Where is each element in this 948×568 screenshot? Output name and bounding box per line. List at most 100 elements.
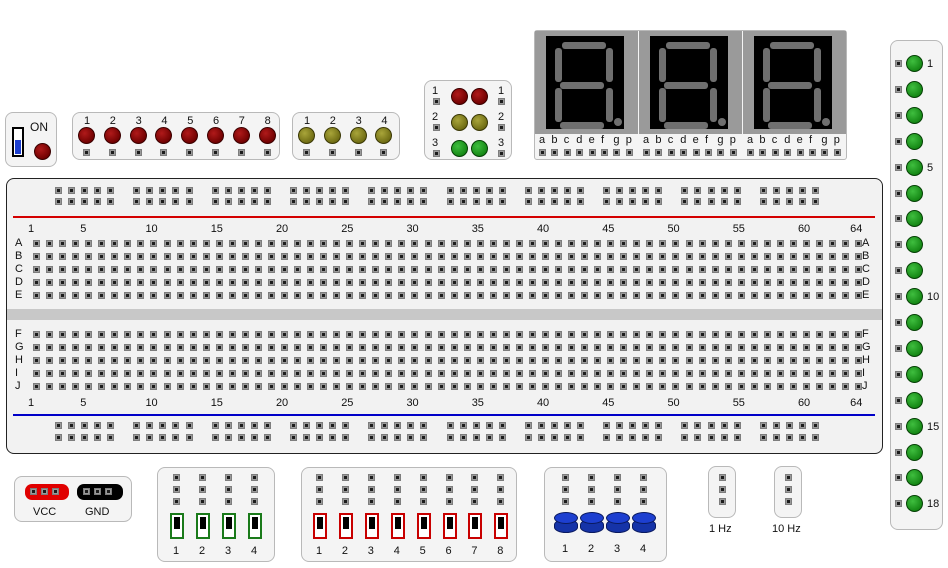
breadboard-hole[interactable]	[515, 331, 523, 338]
right-led-pin[interactable]	[895, 111, 902, 119]
breadboard-hole[interactable]	[724, 370, 732, 377]
breadboard-hole[interactable]	[672, 253, 680, 260]
red-switch-pin[interactable]	[471, 474, 479, 481]
rail-hole-top[interactable]	[798, 187, 806, 194]
rail-hole-bottom[interactable]	[407, 422, 415, 429]
rail-hole-bottom[interactable]	[759, 434, 767, 441]
breadboard-hole[interactable]	[98, 240, 106, 247]
rail-hole-top[interactable]	[733, 187, 741, 194]
breadboard-hole[interactable]	[737, 370, 745, 377]
breadboard-hole[interactable]	[280, 383, 288, 390]
rail-hole-bottom[interactable]	[224, 422, 232, 429]
breadboard-hole[interactable]	[659, 331, 667, 338]
breadboard-hole[interactable]	[85, 240, 93, 247]
rail-hole-bottom[interactable]	[381, 434, 389, 441]
breadboard-hole[interactable]	[176, 357, 184, 364]
breadboard-hole[interactable]	[46, 253, 54, 260]
breadboard-hole[interactable]	[685, 357, 693, 364]
breadboard-hole[interactable]	[789, 357, 797, 364]
breadboard-hole[interactable]	[502, 331, 510, 338]
breadboard-hole[interactable]	[215, 266, 223, 273]
seven-segment-pin[interactable]	[771, 149, 779, 156]
breadboard-hole[interactable]	[163, 279, 171, 286]
breadboard-hole[interactable]	[372, 292, 380, 299]
breadboard-hole[interactable]	[150, 331, 158, 338]
breadboard-hole[interactable]	[372, 253, 380, 260]
rail-hole-top[interactable]	[407, 198, 415, 205]
rail-hole-bottom[interactable]	[798, 422, 806, 429]
breadboard-hole[interactable]	[555, 292, 562, 299]
breadboard-hole[interactable]	[72, 383, 80, 390]
breadboard-hole[interactable]	[855, 370, 863, 377]
right-led-pin[interactable]	[895, 137, 902, 145]
breadboard-hole[interactable]	[685, 383, 693, 390]
breadboard-hole[interactable]	[372, 357, 380, 364]
breadboard-hole[interactable]	[659, 253, 667, 260]
breadboard-hole[interactable]	[633, 266, 641, 273]
breadboard-hole[interactable]	[320, 266, 328, 273]
red-switch[interactable]	[338, 513, 353, 539]
green-switch-pin[interactable]	[251, 486, 258, 493]
breadboard-hole[interactable]	[59, 266, 67, 273]
breadboard-hole[interactable]	[829, 240, 837, 247]
breadboard-hole[interactable]	[594, 344, 602, 351]
right-led-pin[interactable]	[895, 448, 902, 456]
breadboard-hole[interactable]	[424, 279, 432, 286]
breadboard-hole[interactable]	[568, 357, 576, 364]
rail-hole-top[interactable]	[563, 198, 571, 205]
breadboard-hole[interactable]	[150, 344, 158, 351]
rail-hole-top[interactable]	[263, 187, 271, 194]
breadboard-hole[interactable]	[72, 344, 80, 351]
rail-hole-top[interactable]	[472, 198, 480, 205]
red-switch-pin[interactable]	[367, 486, 375, 493]
breadboard-hole[interactable]	[855, 292, 863, 299]
breadboard-hole[interactable]	[150, 253, 158, 260]
breadboard-hole[interactable]	[437, 383, 445, 390]
green-switch-pin[interactable]	[173, 486, 180, 493]
breadboard-hole[interactable]	[515, 266, 523, 273]
breadboard-hole[interactable]	[124, 266, 132, 273]
breadboard-hole[interactable]	[685, 292, 693, 299]
rail-hole-bottom[interactable]	[237, 434, 245, 441]
breadboard-hole[interactable]	[176, 292, 184, 299]
breadboard-hole[interactable]	[385, 240, 393, 247]
rail-hole-top[interactable]	[785, 198, 793, 205]
clock-pin[interactable]	[719, 486, 726, 493]
breadboard-hole[interactable]	[307, 357, 315, 364]
breadboard-hole[interactable]	[620, 266, 628, 273]
red-led-pin[interactable]	[134, 149, 142, 156]
breadboard-hole[interactable]	[855, 357, 863, 364]
breadboard-hole[interactable]	[85, 331, 93, 338]
breadboard-hole[interactable]	[698, 240, 706, 247]
rail-hole-top[interactable]	[603, 198, 611, 205]
breadboard-hole[interactable]	[659, 279, 667, 286]
breadboard-hole[interactable]	[685, 279, 693, 286]
traffic-pin-left[interactable]	[433, 150, 440, 157]
breadboard-hole[interactable]	[59, 279, 67, 286]
rail-hole-top[interactable]	[302, 198, 310, 205]
breadboard-hole[interactable]	[111, 383, 119, 390]
breadboard-hole[interactable]	[698, 344, 706, 351]
clock-pin[interactable]	[719, 474, 726, 481]
gnd-pin[interactable]	[83, 488, 90, 495]
breadboard-hole[interactable]	[750, 344, 758, 351]
breadboard-hole[interactable]	[463, 240, 471, 247]
breadboard-hole[interactable]	[750, 253, 758, 260]
breadboard-hole[interactable]	[855, 383, 863, 390]
breadboard-hole[interactable]	[528, 240, 536, 247]
breadboard-hole[interactable]	[463, 383, 471, 390]
breadboard-hole[interactable]	[124, 370, 132, 377]
red-led-pin[interactable]	[263, 149, 271, 156]
breadboard-hole[interactable]	[698, 357, 706, 364]
breadboard-hole[interactable]	[307, 240, 315, 247]
breadboard-hole[interactable]	[85, 266, 93, 273]
breadboard-hole[interactable]	[202, 279, 210, 286]
seven-segment-pin[interactable]	[576, 149, 584, 156]
breadboard-hole[interactable]	[450, 383, 458, 390]
rail-hole-top[interactable]	[172, 187, 180, 194]
breadboard-hole[interactable]	[333, 240, 341, 247]
breadboard-hole[interactable]	[829, 266, 837, 273]
breadboard-hole[interactable]	[437, 370, 445, 377]
breadboard-hole[interactable]	[633, 240, 641, 247]
breadboard-hole[interactable]	[672, 266, 680, 273]
